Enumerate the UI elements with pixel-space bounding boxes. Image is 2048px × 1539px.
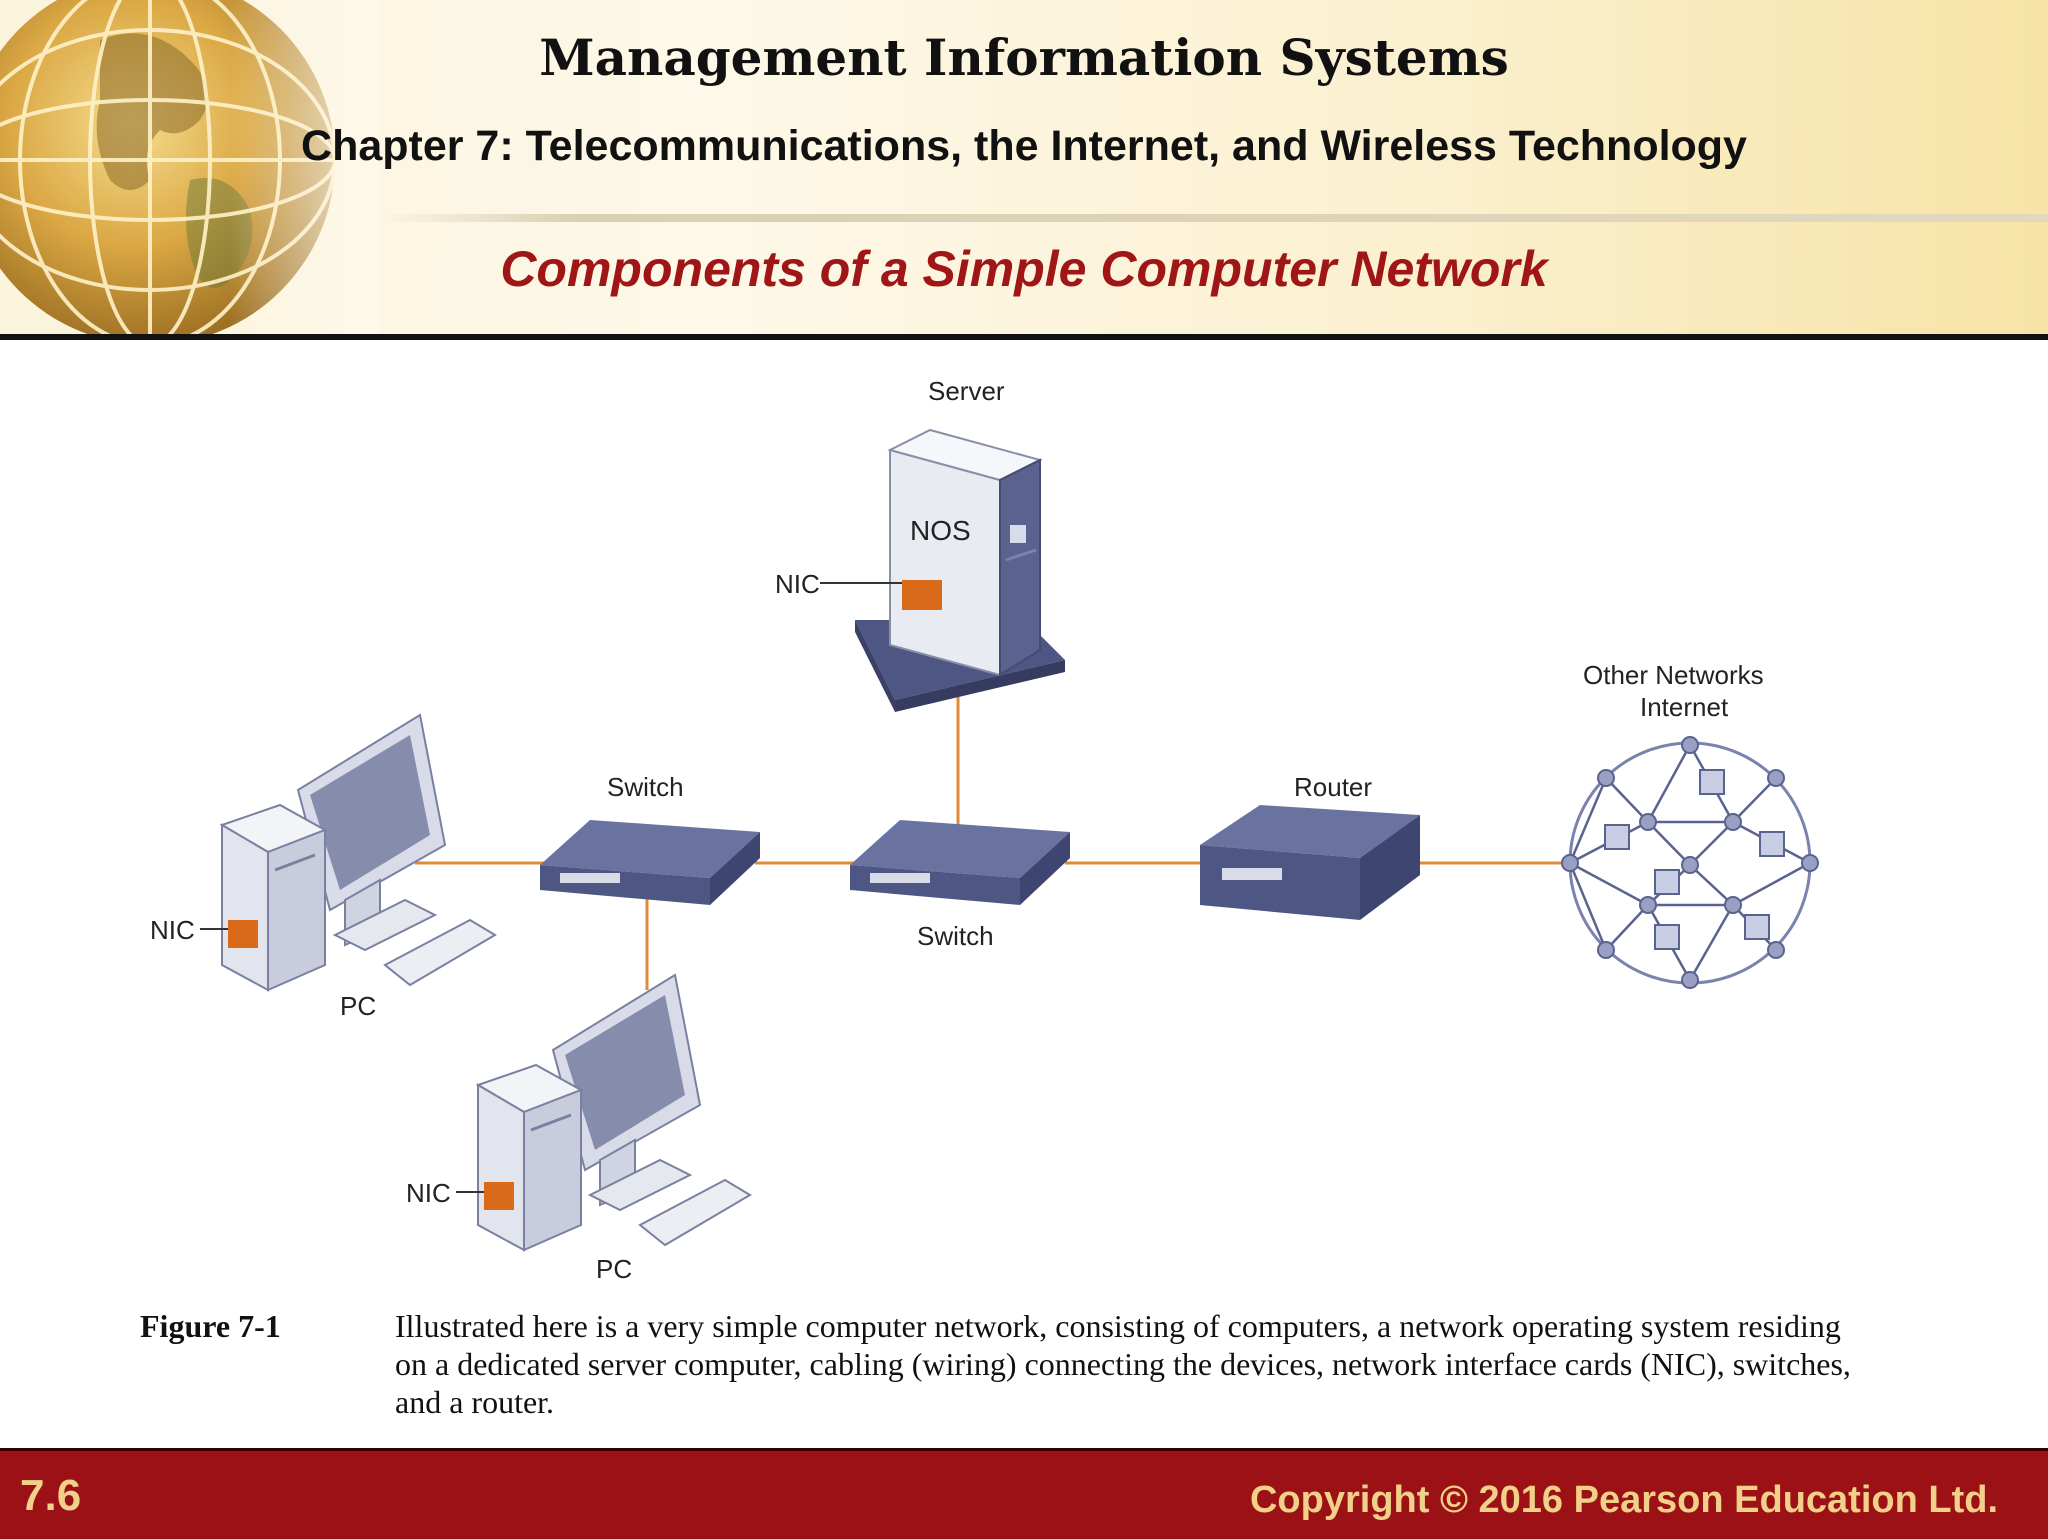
switch-center: Switch	[850, 820, 1070, 951]
server-nic-label: NIC	[775, 569, 820, 599]
server: Server NOS NIC	[775, 376, 1065, 712]
figure-caption: Illustrated here is a very simple comput…	[395, 1308, 1851, 1420]
pc-left: NIC PC	[150, 713, 497, 1021]
globe-icon	[0, 0, 380, 340]
pc-left-nic-card	[228, 920, 258, 948]
router: Router	[1200, 772, 1420, 920]
switch-left: Switch	[540, 772, 760, 905]
network-diagram: Server NOS NIC Switch Switch Router	[150, 376, 1819, 1284]
server-nic-card	[902, 580, 942, 610]
cables	[415, 680, 1570, 990]
other-networks-label: Other Networks	[1583, 660, 1764, 690]
nos-label: NOS	[910, 515, 971, 546]
slide-footer: 7.6 Copyright © 2016 Pearson Education L…	[0, 1448, 2048, 1539]
header-divider	[0, 334, 2048, 340]
slide-title: Components of a Simple Computer Network	[500, 241, 1548, 297]
internet-cloud: Other Networks Internet	[1561, 660, 1819, 989]
server-label: Server	[928, 376, 1005, 406]
pc-bottom-nic-label: NIC	[406, 1178, 451, 1208]
router-label: Router	[1294, 772, 1372, 802]
slide-header: Management Information Systems Chapter 7…	[0, 0, 2048, 340]
internet-label: Internet	[1640, 692, 1729, 722]
slide-number: 7.6	[20, 1471, 82, 1520]
pc-left-label: PC	[340, 991, 376, 1021]
chapter-title: Chapter 7: Telecommunications, the Inter…	[301, 122, 1747, 170]
switch-center-label: Switch	[917, 921, 994, 951]
pc-bottom: NIC PC	[406, 973, 752, 1284]
copyright-notice: Copyright © 2016 Pearson Education Ltd.	[1249, 1479, 1998, 1521]
pc-left-nic-label: NIC	[150, 915, 195, 945]
figure-label: Figure 7-1	[140, 1308, 281, 1344]
pc-bottom-nic-card	[484, 1182, 514, 1210]
header-rule	[380, 214, 2048, 222]
course-title: Management Information Systems	[539, 28, 1509, 87]
switch-left-label: Switch	[607, 772, 684, 802]
pc-bottom-label: PC	[596, 1254, 632, 1284]
